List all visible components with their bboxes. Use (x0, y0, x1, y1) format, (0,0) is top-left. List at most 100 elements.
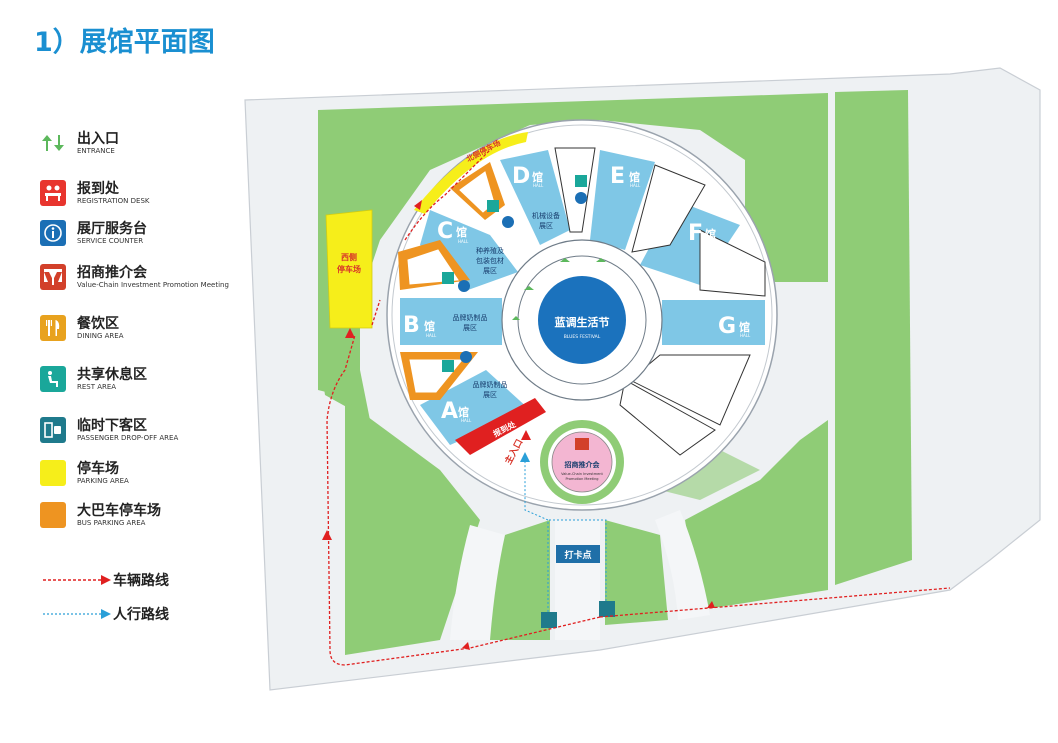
legend-bus-parking-label: 大巴车停车场 (77, 503, 161, 519)
legend-entrance-label: 出入口 (77, 131, 119, 147)
rest-icon-c2 (442, 272, 454, 284)
legend-service: 展厅服务台 SERVICE COUNTER (40, 218, 270, 252)
zone-b-line-2: 展区 (463, 324, 477, 332)
hall-b-block (400, 298, 502, 345)
pedestrian-route-swatch (43, 609, 111, 619)
registration-desk-block (455, 398, 546, 455)
legend-parking: 停车场 PARKING AREA (40, 458, 270, 492)
hall-c-block (420, 210, 518, 290)
legend-entrance-sub: ENTRANCE (77, 147, 115, 155)
vehicle-arrow-3 (414, 200, 422, 210)
sector-d-e-between (554, 147, 596, 233)
blues-festival-circle (538, 276, 626, 364)
hall-c-letter: C (437, 219, 453, 244)
dropoff-icon-right (599, 601, 615, 617)
hall-c-sub: HALL (458, 239, 469, 244)
bus-stop-icon (40, 417, 66, 443)
road-south-left (450, 525, 505, 640)
road-south-mid (555, 520, 600, 640)
legend-registration: 报到处 REGISTRATION DESK (40, 178, 270, 212)
hall-b-char: 馆 (424, 319, 435, 333)
west-parking-label-2: 停车场 (337, 264, 361, 274)
info-icon-c1 (502, 216, 514, 228)
legend-service-sub: SERVICE COUNTER (77, 237, 144, 245)
fork-knife-icon (40, 315, 66, 341)
rest-icon-a (442, 360, 454, 372)
legend-bus-parking: 大巴车停车场 BUS PARKING AREA (40, 500, 270, 534)
info-icon-c2 (458, 280, 470, 292)
legend-parking-label: 停车场 (77, 461, 119, 477)
info-icon (40, 220, 66, 246)
promo-sub-1: Value-Chain Investment (561, 472, 603, 476)
registration-desk-icon (40, 180, 66, 206)
vehicle-arrow-2 (345, 328, 355, 338)
north-parking (414, 132, 528, 214)
hall-g-letter: G (718, 314, 736, 339)
zone-a-line-1: 品牌奶制品 (473, 380, 508, 389)
vehicle-arrow-4 (462, 642, 470, 650)
rest-icon-c1 (487, 200, 499, 212)
hall-d-block (500, 150, 570, 245)
grass-south-2 (605, 520, 668, 625)
grass-southwest (345, 400, 480, 655)
rest-icon-d (575, 175, 587, 187)
promo-meeting-circle (551, 431, 613, 493)
hall-e-block (590, 150, 655, 250)
hall-d-letter: D (512, 164, 530, 189)
legend-rest-sub: REST AREA (77, 383, 117, 391)
entrance-arrows-icon (40, 130, 66, 156)
sector-southeast (619, 379, 716, 456)
legend-promotion-sub: Value-Chain Investment Promotion Meeting (77, 281, 229, 289)
sector-f-g-between (699, 229, 766, 297)
hall-f-char: 馆 (705, 227, 716, 241)
legend-registration-sub: REGISTRATION DESK (77, 197, 150, 205)
promo-sub-2: Promotion Meeting (565, 477, 598, 481)
parking-swatch (40, 460, 66, 486)
legend-promotion: 招商推介会 Value-Chain Investment Promotion M… (40, 262, 270, 296)
legend-parking-sub: PARKING AREA (77, 477, 129, 485)
vehicle-route-line (326, 149, 601, 666)
legend-rest-label: 共享休息区 (77, 367, 147, 383)
grass-north (318, 93, 828, 420)
legend-service-label: 展厅服务台 (77, 221, 147, 237)
legend-rest: 共享休息区 REST AREA (40, 364, 270, 398)
grass-east (835, 90, 912, 585)
west-parking (325, 209, 373, 329)
hall-e-sub: HALL (630, 183, 641, 188)
bus-parking-swatch (40, 502, 66, 528)
hall-b-letter: B (403, 313, 420, 338)
legend-dropoff-label: 临时下客区 (77, 418, 147, 434)
vehicle-route-line-east (599, 587, 951, 618)
legend-dropoff-sub: PASSENGER DROP-OFF AREA (77, 434, 179, 442)
west-parking-label-1: 西侧 (341, 252, 357, 262)
legend-dining-label: 餐饮区 (77, 316, 119, 332)
zone-c-line-3: 展区 (483, 267, 497, 275)
pedestrian-arrow (520, 452, 530, 462)
entrance-marker-3 (524, 286, 534, 290)
hall-g-char: 馆 (739, 320, 750, 334)
info-icon-a (460, 351, 472, 363)
pedestrian-route-line (524, 460, 607, 612)
hall-b-sub: HALL (426, 333, 437, 338)
entrance-marker-4 (512, 316, 520, 320)
hall-e-letter: E (610, 164, 625, 189)
entrance-marker-2 (596, 258, 606, 262)
promo-stage-icon (575, 438, 589, 450)
legend-dropoff: 临时下客区 PASSENGER DROP-OFF AREA (40, 415, 270, 449)
hall-e-char: 馆 (629, 170, 640, 184)
legend-vehicle-route: 车辆路线 (40, 570, 270, 604)
hall-c-char: 馆 (456, 225, 467, 239)
hall-f-letter: F (688, 221, 703, 246)
legend-registration-label: 报到处 (77, 181, 119, 197)
zone-d-line-1: 机械设备 (532, 211, 560, 220)
info-icon-d (575, 192, 587, 204)
hall-a-sub: HALL (461, 418, 472, 423)
zone-b-line-1: 品牌奶制品 (453, 313, 488, 322)
dropoff-icon-left (541, 612, 557, 628)
zone-d-line-2: 展区 (539, 222, 553, 230)
hall-g-sub: HALL (740, 333, 751, 338)
vehicle-arrow-5 (707, 601, 715, 608)
hall-a-block (420, 370, 530, 445)
promo-title: 招商推介会 (565, 460, 601, 469)
vehicle-arrow-6 (521, 430, 531, 440)
